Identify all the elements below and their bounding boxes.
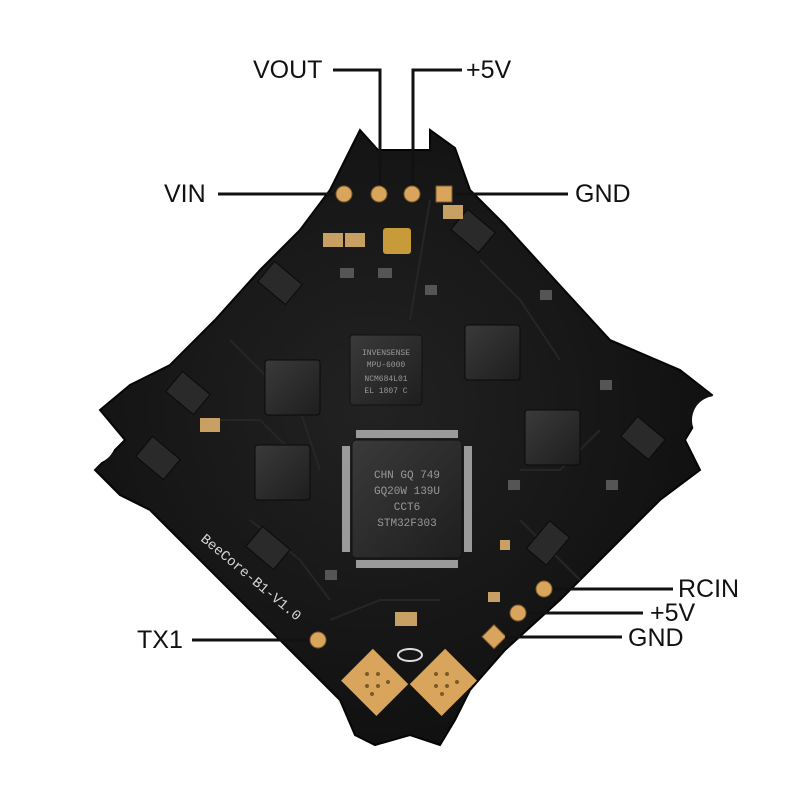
driver-chips <box>135 208 666 571</box>
mcu-text-4: CHN GQ 749 <box>374 470 440 482</box>
label-rcin: RCIN <box>678 575 740 603</box>
esc-chips <box>254 324 581 501</box>
gyro-text-3: NCM684L01 <box>364 375 407 384</box>
label-vin: VIN <box>164 180 206 208</box>
leader-lines <box>192 68 673 642</box>
pad-5v-top <box>403 185 421 203</box>
label-gnd-top: GND <box>575 180 631 208</box>
mcu-text-1: STM32F303 <box>377 518 436 530</box>
gyro-text-1: INVENSENSE <box>362 349 410 358</box>
mcu-text-2: CCT6 <box>394 502 420 514</box>
pad-gnd-top <box>435 185 453 203</box>
passives <box>200 205 618 626</box>
gyro-text-2: MPU-6000 <box>367 361 406 370</box>
pad-tx1 <box>309 631 327 649</box>
label-5v-top: +5V <box>466 56 512 84</box>
pad-gnd-bottom <box>481 623 507 650</box>
notch-bottom <box>386 740 434 788</box>
leader-5v-top <box>411 68 462 185</box>
gyro-text-4: EL 1807 C <box>364 387 407 396</box>
label-gnd-bottom: GND <box>628 624 684 652</box>
top-pads <box>335 185 453 203</box>
pad-vout <box>370 185 388 203</box>
notch-left <box>68 416 116 464</box>
notch-right <box>692 396 740 444</box>
gyro-chip: INVENSENSE MPU-6000 NCM684L01 EL 1807 C <box>349 334 423 406</box>
motor-pads <box>341 648 477 716</box>
bottom-pads <box>309 580 553 650</box>
pad-vin <box>335 185 353 203</box>
label-vout: VOUT <box>253 56 323 84</box>
leader-vout <box>333 68 382 185</box>
label-tx1: TX1 <box>137 626 183 654</box>
pad-rcin <box>535 580 553 598</box>
mcu-text-3: GQ20W 139U <box>374 486 440 498</box>
notch-top <box>378 92 430 144</box>
label-5v-bottom: +5V <box>650 599 696 627</box>
pad-5v-bottom <box>509 604 527 622</box>
mcu-chip: CHN GQ 749 GQ20W 139U CCT6 STM32F303 <box>342 430 472 568</box>
